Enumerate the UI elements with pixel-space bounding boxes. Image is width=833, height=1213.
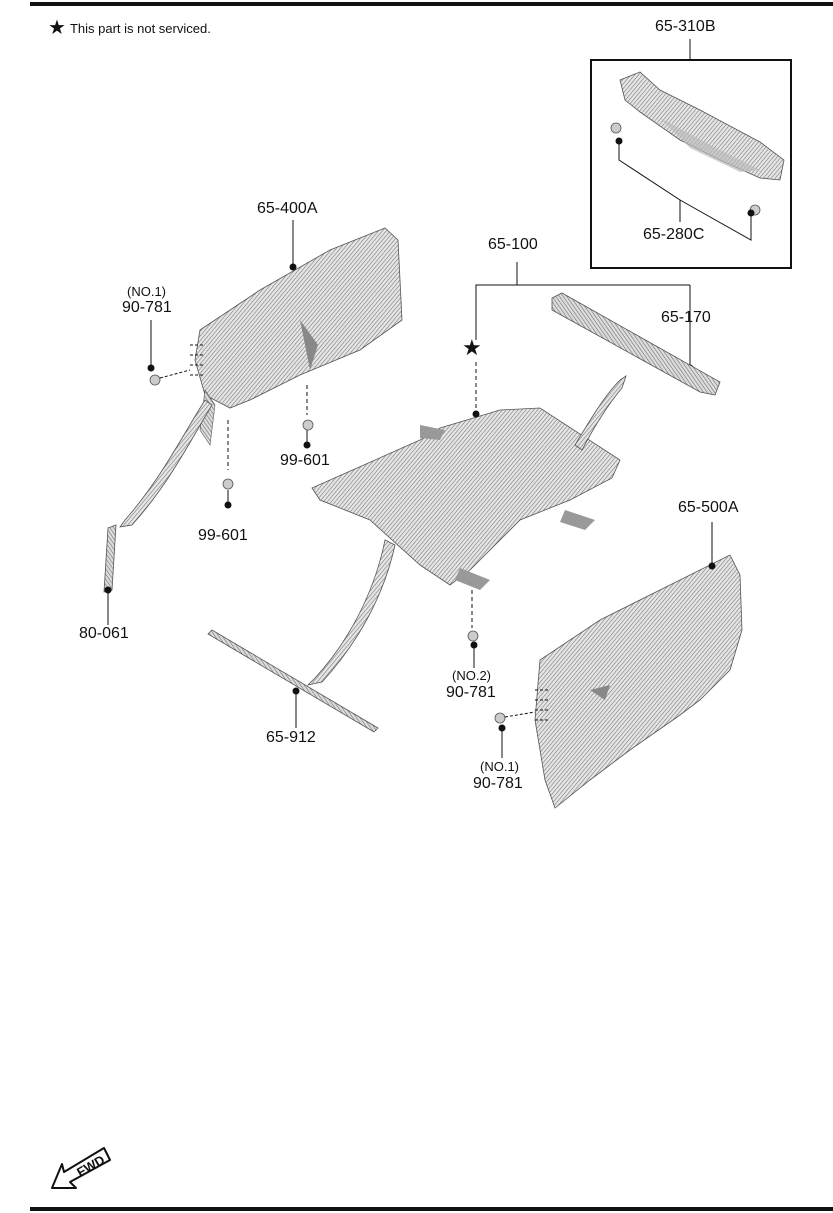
callout-65-310B: 65-310B: [655, 18, 716, 35]
not-serviced-note: ★ This part is not serviced.: [48, 18, 211, 38]
arrow-to-80-061: [119, 399, 213, 528]
arrow-to-65-170: [574, 375, 627, 451]
top-border-rule: [30, 2, 833, 6]
floor-mat-65-100: [311, 262, 694, 668]
callout-90-781-b: 90-781: [446, 684, 496, 701]
inset-box-65-310B: [590, 39, 792, 269]
callout-80-061: 80-061: [79, 625, 129, 642]
rail-65-170: [551, 292, 721, 396]
callout-90-781-b-note: (NO.2): [452, 668, 491, 683]
bottom-border-rule: [30, 1207, 833, 1211]
side-trim-65-500A: [494, 522, 743, 809]
callout-65-400A: 65-400A: [257, 200, 318, 217]
callout-99-601-b: 99-601: [198, 527, 248, 544]
callout-90-781-c-note: (NO.1): [480, 759, 519, 774]
strip-80-061: [103, 524, 117, 625]
clip-99-601-b: [222, 478, 234, 490]
callout-65-170: 65-170: [661, 309, 711, 326]
star-icon: ★: [48, 17, 66, 39]
screw-90-781-no2: [467, 630, 479, 642]
screw-90-781-no1-b: [494, 712, 506, 724]
trim-panel-65-310B: [619, 71, 785, 181]
callout-65-912: 65-912: [266, 729, 316, 746]
note-text: This part is not serviced.: [69, 20, 211, 36]
arrow-to-65-912: [306, 539, 396, 686]
callout-65-100: 65-100: [488, 236, 538, 253]
callout-90-781-a: 90-781: [122, 299, 172, 316]
strip-65-912: [207, 629, 379, 733]
clip-65-280C-left: [610, 122, 622, 134]
callout-90-781-c: 90-781: [473, 775, 523, 792]
callout-90-781-a-note: (NO.1): [127, 284, 166, 299]
side-trim-65-400A: [147, 220, 403, 509]
callout-65-280C: 65-280C: [643, 226, 705, 243]
fwd-indicator: FWD: [48, 1134, 118, 1199]
star-marker: ★: [462, 335, 482, 360]
fwd-arrow-icon: FWD: [51, 1147, 111, 1189]
clip-99-601-a: [302, 419, 314, 431]
screw-90-781-no1-a: [149, 374, 161, 386]
callout-65-500A: 65-500A: [678, 499, 739, 516]
callout-99-601-a: 99-601: [280, 452, 330, 469]
